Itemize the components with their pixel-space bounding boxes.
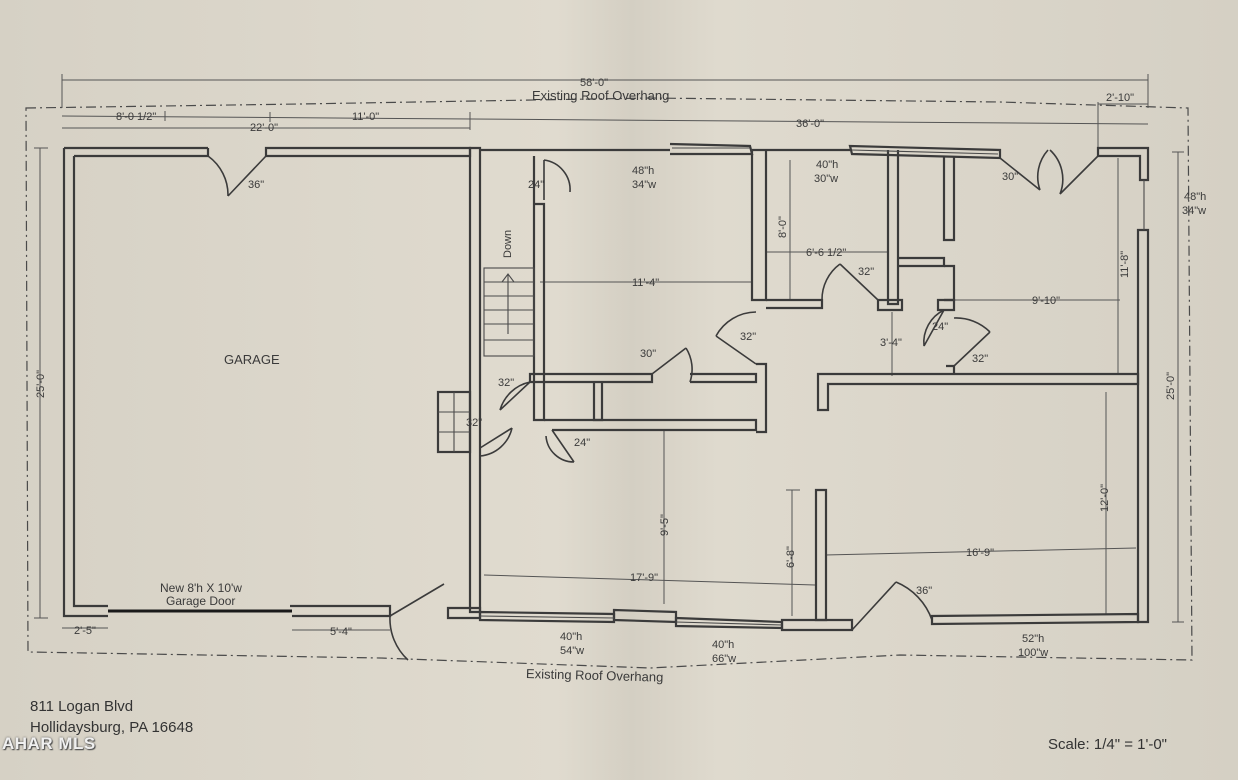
interior-walls	[528, 150, 1140, 622]
garage-door-offset-dim: 2'-5"	[74, 625, 96, 637]
garage-door-line1: New 8'h X 10'w	[160, 581, 242, 595]
hall-gap-dim: 3'-4"	[880, 337, 902, 349]
window-bottom-1-h: 40"h	[560, 631, 582, 643]
window-top-right-w: 30"w	[814, 173, 838, 185]
window-top-center-w: 34"w	[632, 179, 656, 191]
closet-depth-dim: 8'-0"	[777, 216, 789, 238]
door-label-kitchen: 32"	[740, 331, 756, 343]
door-label-hall: 30"	[640, 348, 656, 360]
door-label-bedroom-right: 32"	[972, 353, 988, 365]
window-bottom-1-w: 54"w	[560, 645, 584, 657]
door-label-stair-top: 24"	[528, 179, 544, 191]
door-label-garage-side: 36"	[248, 179, 264, 191]
door-swings	[207, 149, 1099, 661]
left-depth-dim: 25'-0"	[35, 370, 47, 398]
living-width-dim: 16'-9"	[966, 547, 994, 559]
door-label-exterior-pair: 30"	[1002, 171, 1018, 183]
garage-door-line2: Garage Door	[166, 594, 235, 608]
living-depth-dim: 12'-0"	[1099, 484, 1111, 512]
right-overhang-dim: 2'-10"	[1106, 92, 1134, 104]
door-label-entry-small: 32"	[466, 417, 482, 429]
address-line-1: 811 Logan Blvd	[30, 698, 134, 715]
top-overhang-label: Existing Roof Overhang	[532, 88, 669, 103]
kitchen-width-dim: 17'-9"	[630, 572, 658, 584]
windows	[479, 147, 1145, 626]
garage-room-label: GARAGE	[224, 352, 280, 367]
bath-width-dim: 6'-6 1/2"	[806, 247, 846, 259]
window-right-side-w: 34"w	[1182, 205, 1206, 217]
window-top-right-h: 40"h	[816, 159, 838, 171]
garage-width-dim: 22'-0"	[250, 122, 278, 134]
door-label-bedroom-left: 24"	[932, 321, 948, 333]
left-offset-dim: 8'-0 1/2"	[116, 111, 156, 123]
address-line-2: Hollidaysburg, PA 16648	[30, 719, 194, 736]
window-right-side-h: 48"h	[1184, 191, 1206, 203]
labels: 58'-0" Existing Roof Overhang 2'-10" 8'-…	[35, 77, 1206, 685]
mls-watermark: AHAR MLS	[2, 734, 96, 753]
door-label-front: 36"	[916, 585, 932, 597]
bedroom-depth-dim: 11'-8"	[1119, 251, 1131, 278]
stairs-down-label: Down	[502, 230, 514, 258]
bottom-overhang-label: Existing Roof Overhang	[526, 666, 664, 685]
garage-side-dim: 5'-4"	[330, 626, 352, 638]
window-bottom-2-w: 66"w	[712, 653, 736, 665]
right-depth-dim: 25'-0"	[1165, 372, 1177, 400]
window-bottom-3-w: 100"w	[1018, 647, 1048, 659]
window-bottom-3-h: 52"h	[1022, 633, 1044, 645]
exterior-walls	[62, 142, 1150, 632]
dimension-lines	[34, 74, 1184, 631]
scale-label: Scale: 1/4" = 1'-0"	[1048, 736, 1167, 753]
hall-width-dim: 11'-4"	[632, 277, 659, 289]
house-width-dim: 36'-0"	[796, 118, 824, 130]
overall-width-label: 58'-0"	[580, 77, 608, 89]
wall-height-dim: 6'-8"	[785, 546, 797, 568]
door-label-stair-landing: 32"	[498, 377, 514, 389]
window-span-dim: 11'-0"	[352, 111, 379, 123]
window-top-center-h: 48"h	[632, 165, 654, 177]
stairs	[436, 267, 535, 454]
roof-overhang-outline	[25, 97, 1193, 669]
kitchen-depth-dim: 9'-5"	[659, 514, 671, 536]
door-label-bath: 32"	[858, 266, 874, 278]
door-label-closet-low: 24"	[574, 437, 590, 449]
window-bottom-2-h: 40"h	[712, 639, 734, 651]
bedroom-width-dim: 9'-10"	[1032, 295, 1060, 307]
